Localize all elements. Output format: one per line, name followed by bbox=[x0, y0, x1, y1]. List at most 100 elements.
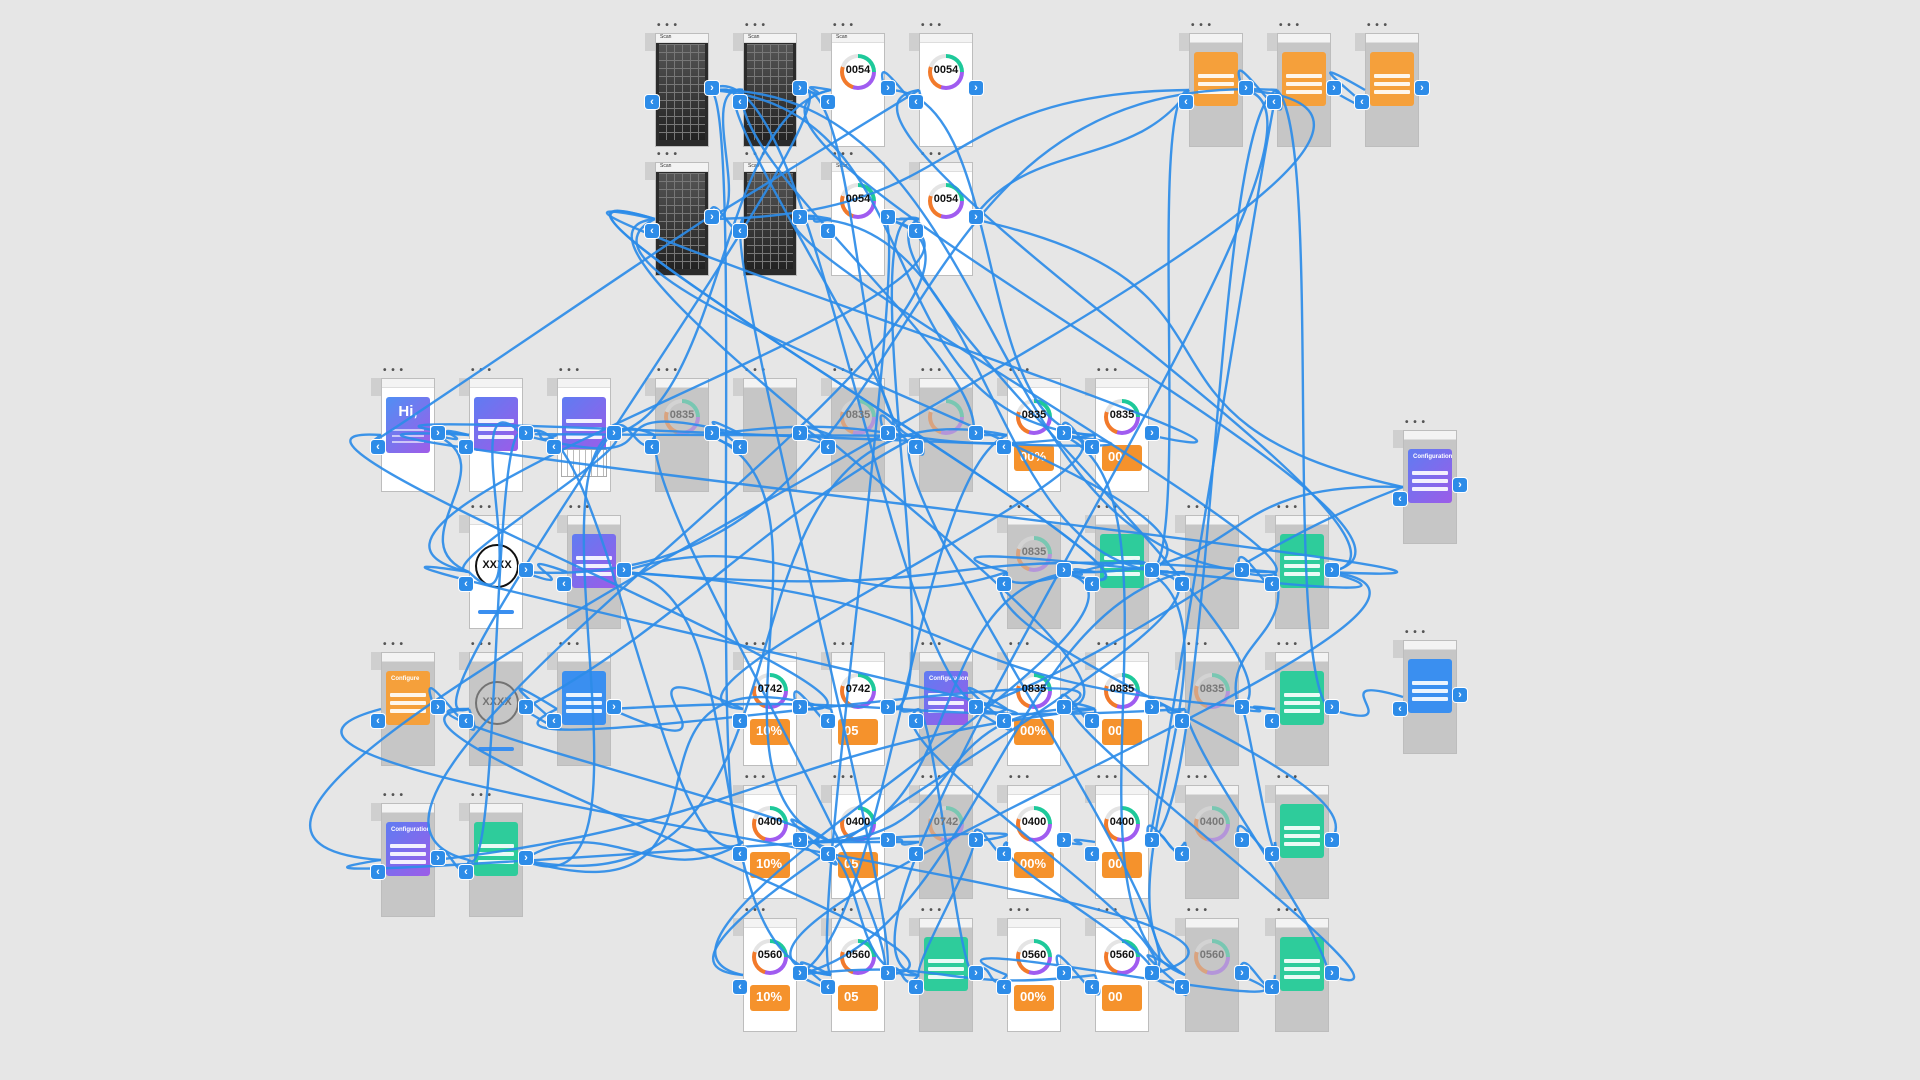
artboard-menu-icon[interactable]: • • • bbox=[1277, 639, 1299, 650]
port-right-icon[interactable]: › bbox=[881, 700, 895, 714]
artboard-menu-icon[interactable]: • • • bbox=[1009, 502, 1031, 513]
port-left-icon[interactable]: ‹ bbox=[1355, 95, 1369, 109]
port-left-icon[interactable]: ‹ bbox=[733, 980, 747, 994]
artboard-config-right[interactable]: • • •Configuration bbox=[1393, 417, 1457, 544]
artboard-menu-icon[interactable]: • • • bbox=[921, 365, 943, 376]
artboard-menu-icon[interactable]: • • • bbox=[657, 365, 679, 376]
artboard-settings-orange-3[interactable]: • • • bbox=[1355, 20, 1419, 147]
artboard-menu-icon[interactable]: • • • bbox=[745, 20, 767, 31]
port-left-icon[interactable]: ‹ bbox=[547, 714, 561, 728]
port-right-icon[interactable]: › bbox=[617, 563, 631, 577]
artboard-config-orange[interactable]: • • •Configure bbox=[371, 639, 435, 766]
artboard-menu-icon[interactable]: • • • bbox=[1277, 502, 1299, 513]
port-left-icon[interactable]: ‹ bbox=[1175, 847, 1189, 861]
artboard-dash-green-3[interactable]: • • • bbox=[1265, 772, 1329, 899]
port-right-icon[interactable]: › bbox=[793, 210, 807, 224]
artboard-menu-icon[interactable]: • • • bbox=[471, 502, 493, 513]
port-left-icon[interactable]: ‹ bbox=[645, 95, 659, 109]
artboard-menu-icon[interactable]: • • • bbox=[1187, 639, 1209, 650]
port-left-icon[interactable]: ‹ bbox=[1265, 847, 1279, 861]
artboard-dash-grey-5[interactable]: • • •0835 bbox=[997, 502, 1061, 629]
artboard-menu-icon[interactable]: • • • bbox=[745, 772, 767, 783]
artboard-menu-icon[interactable]: • • • bbox=[1097, 639, 1119, 650]
artboard-settings-orange-1[interactable]: • • • bbox=[1179, 20, 1243, 147]
port-right-icon[interactable]: › bbox=[1235, 700, 1249, 714]
port-left-icon[interactable]: ‹ bbox=[1393, 492, 1407, 506]
port-left-icon[interactable]: ‹ bbox=[909, 440, 923, 454]
artboard-upload-2[interactable]: • • • bbox=[547, 365, 611, 492]
artboard-menu-icon[interactable]: • • • bbox=[1009, 639, 1031, 650]
port-right-icon[interactable]: › bbox=[969, 700, 983, 714]
artboard-scan-grid-3[interactable]: • • •Scan bbox=[645, 149, 709, 276]
artboard-menu-icon[interactable]: • • • bbox=[1277, 905, 1299, 916]
artboard-profile-green[interactable]: • • • bbox=[1265, 502, 1329, 629]
artboard-menu-icon[interactable]: • • • bbox=[1279, 20, 1301, 31]
port-right-icon[interactable]: › bbox=[1235, 833, 1249, 847]
port-right-icon[interactable]: › bbox=[519, 426, 533, 440]
port-left-icon[interactable]: ‹ bbox=[459, 440, 473, 454]
port-right-icon[interactable]: › bbox=[1057, 833, 1071, 847]
artboard-scan-grid-4[interactable]: • • •Scan bbox=[733, 149, 797, 276]
artboard-menu-icon[interactable]: • • • bbox=[1405, 417, 1427, 428]
port-left-icon[interactable]: ‹ bbox=[821, 440, 835, 454]
port-left-icon[interactable]: ‹ bbox=[547, 440, 561, 454]
artboard-search-blue[interactable]: • • • bbox=[547, 639, 611, 766]
port-left-icon[interactable]: ‹ bbox=[1085, 577, 1099, 591]
port-left-icon[interactable]: ‹ bbox=[821, 714, 835, 728]
artboard-settings-blue[interactable]: • • • bbox=[1393, 627, 1457, 754]
artboard-config-green[interactable]: • • • bbox=[459, 790, 523, 917]
port-left-icon[interactable]: ‹ bbox=[371, 714, 385, 728]
port-right-icon[interactable]: › bbox=[881, 426, 895, 440]
artboard-dash-grey-6[interactable]: • • • bbox=[1175, 502, 1239, 629]
artboard-menu-icon[interactable]: • • • bbox=[383, 790, 405, 801]
artboard-menu-icon[interactable]: • • • bbox=[1187, 905, 1209, 916]
port-left-icon[interactable]: ‹ bbox=[821, 95, 835, 109]
port-left-icon[interactable]: ‹ bbox=[371, 865, 385, 879]
artboard-menu-icon[interactable]: • • • bbox=[921, 905, 943, 916]
artboard-menu-icon[interactable]: • • • bbox=[1097, 365, 1119, 376]
port-left-icon[interactable]: ‹ bbox=[1179, 95, 1193, 109]
port-left-icon[interactable]: ‹ bbox=[1175, 577, 1189, 591]
port-right-icon[interactable]: › bbox=[793, 426, 807, 440]
port-left-icon[interactable]: ‹ bbox=[645, 224, 659, 238]
port-right-icon[interactable]: › bbox=[969, 81, 983, 95]
artboard-dash-grey-2[interactable]: • • • bbox=[733, 365, 797, 492]
artboard-dash-grey-4[interactable]: • • • bbox=[909, 365, 973, 492]
port-left-icon[interactable]: ‹ bbox=[909, 847, 923, 861]
port-left-icon[interactable]: ‹ bbox=[821, 847, 835, 861]
port-right-icon[interactable]: › bbox=[969, 833, 983, 847]
port-right-icon[interactable]: › bbox=[1239, 81, 1253, 95]
artboard-logo-screen[interactable]: • • •XXXX bbox=[459, 502, 523, 629]
artboard-menu-icon[interactable]: • • • bbox=[921, 149, 943, 160]
port-left-icon[interactable]: ‹ bbox=[821, 224, 835, 238]
artboard-scan-grid-1[interactable]: • • •Scan bbox=[645, 20, 709, 147]
artboard-menu-icon[interactable]: • • • bbox=[833, 20, 855, 31]
artboard-dash-grey-3[interactable]: • • •0835 bbox=[821, 365, 885, 492]
port-right-icon[interactable]: › bbox=[969, 210, 983, 224]
port-left-icon[interactable]: ‹ bbox=[1393, 702, 1407, 716]
artboard-menu-icon[interactable]: • • • bbox=[745, 639, 767, 650]
artboard-menu-icon[interactable]: • • • bbox=[745, 905, 767, 916]
port-right-icon[interactable]: › bbox=[431, 700, 445, 714]
port-left-icon[interactable]: ‹ bbox=[557, 577, 571, 591]
artboard-menu-icon[interactable]: • • • bbox=[471, 639, 493, 650]
port-right-icon[interactable]: › bbox=[1325, 563, 1339, 577]
artboard-dash-green-4[interactable]: • • • bbox=[909, 905, 973, 1032]
artboard-menu-icon[interactable]: • • • bbox=[833, 772, 855, 783]
port-right-icon[interactable]: › bbox=[1057, 426, 1071, 440]
port-left-icon[interactable]: ‹ bbox=[1265, 577, 1279, 591]
port-right-icon[interactable]: › bbox=[881, 833, 895, 847]
port-right-icon[interactable]: › bbox=[519, 563, 533, 577]
artboard-menu-icon[interactable]: • • • bbox=[833, 639, 855, 650]
artboard-menu-icon[interactable]: • • • bbox=[1405, 627, 1427, 638]
artboard-dash-grey-560[interactable]: • • •0560 bbox=[1175, 905, 1239, 1032]
port-left-icon[interactable]: ‹ bbox=[821, 980, 835, 994]
